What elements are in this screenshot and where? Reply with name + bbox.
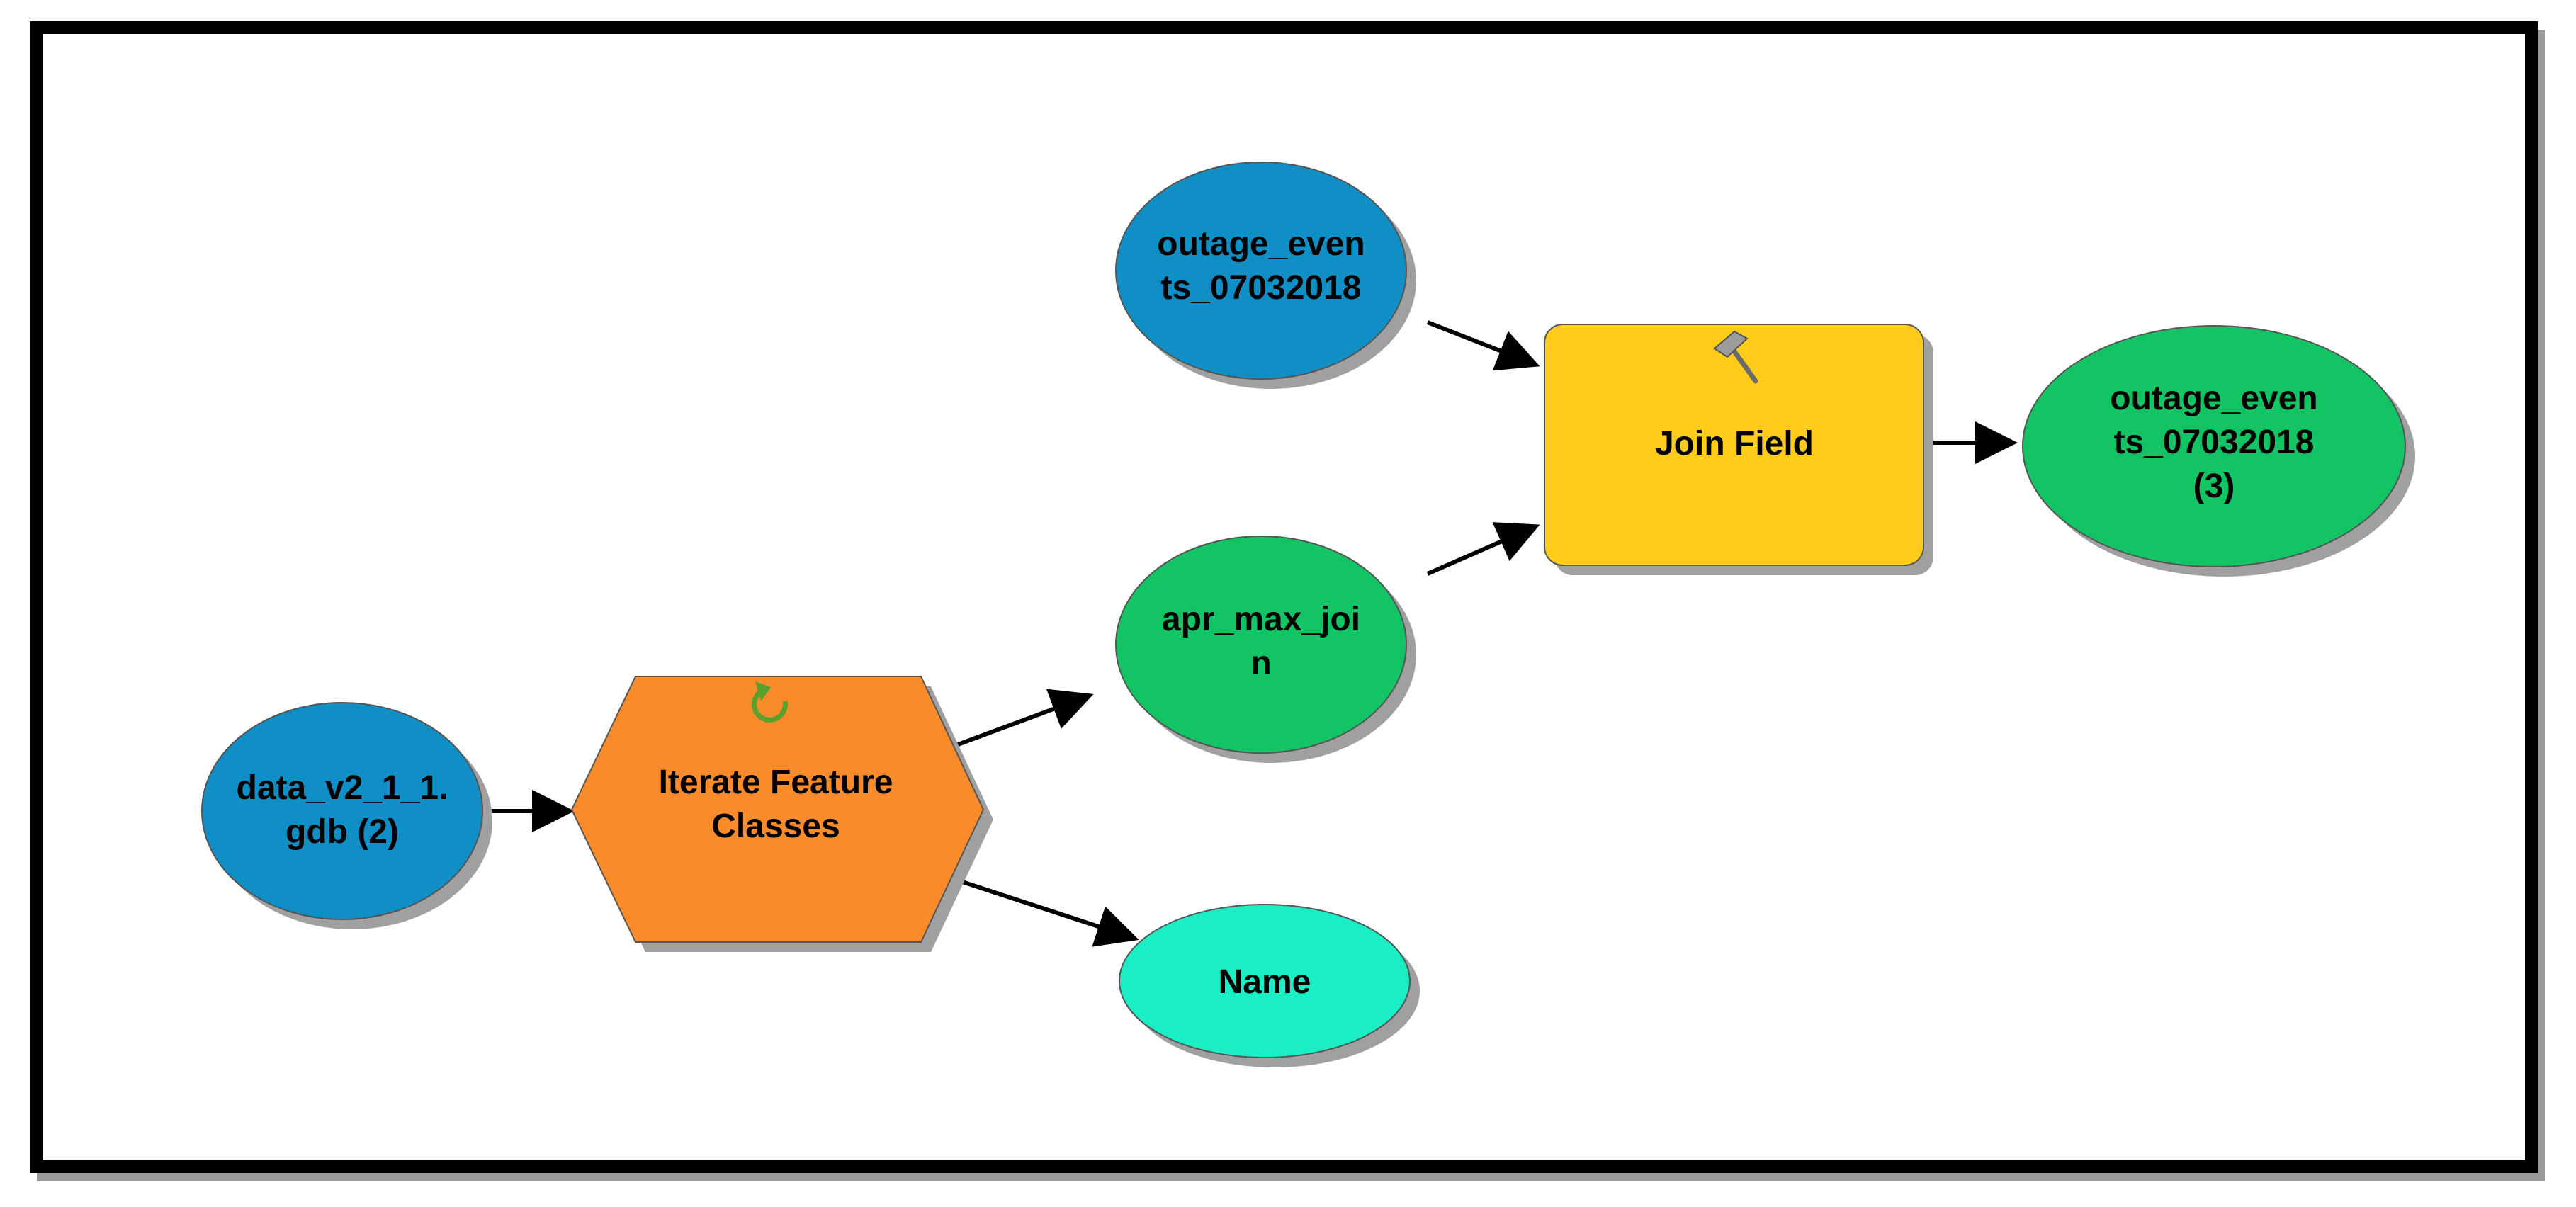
- node-outage-events-3[interactable]: outage_even ts_07032018 (3): [2022, 325, 2415, 577]
- node-iterate-feature-classes[interactable]: Iterate Feature Classes: [570, 676, 993, 952]
- data-gdb-label-line-2: gdb (2): [286, 813, 399, 851]
- join-field-label: Join Field: [1655, 425, 1814, 463]
- name-shape: [1119, 904, 1411, 1058]
- data-gdb-shape: [201, 702, 483, 920]
- node-outage-events[interactable]: outage_even ts_07032018: [1115, 162, 1416, 389]
- iterate-label-line-2: Classes: [711, 808, 840, 845]
- node-apr-max-join[interactable]: apr_max_joi n: [1115, 536, 1416, 763]
- apr-max-join-shape: [1115, 536, 1407, 754]
- edge-iterate-to-name[interactable]: [940, 873, 1139, 947]
- name-label: Name: [1219, 963, 1311, 1001]
- iterate-label-line-1: Iterate Feature: [659, 764, 893, 801]
- iterate-shape: [570, 676, 985, 943]
- outage-events-shape: [1115, 162, 1407, 380]
- node-name[interactable]: Name: [1119, 904, 1420, 1067]
- refresh-icon: [751, 681, 788, 722]
- outage-events-3-label-line-2: ts_07032018: [2114, 424, 2315, 461]
- apr-max-join-label-line-1: apr_max_joi: [1162, 601, 1360, 638]
- outage-events-3-label-line-3: (3): [2193, 468, 2235, 505]
- outage-events-3-label-line-1: outage_even: [2110, 380, 2317, 417]
- edge-iterate-to-apr-max-join[interactable]: [939, 688, 1094, 753]
- node-join-field[interactable]: Join Field: [1544, 324, 1933, 575]
- data-gdb-label-line-1: data_v2_1_1.: [237, 769, 448, 807]
- apr-max-join-label-line-2: n: [1250, 645, 1271, 682]
- hammer-icon: [1713, 330, 1758, 384]
- join-field-shape: [1544, 324, 1924, 566]
- outage-events-label-line-2: ts_07032018: [1161, 269, 1362, 307]
- edge-apr-max-join-to-join-field[interactable]: [1426, 522, 1540, 576]
- node-data-gdb[interactable]: data_v2_1_1. gdb (2): [201, 702, 492, 929]
- outage-events-label-line-1: outage_even: [1157, 225, 1365, 263]
- outage-events-3-shape: [2022, 325, 2406, 567]
- edge-outage-events-to-join-field[interactable]: [1426, 320, 1540, 371]
